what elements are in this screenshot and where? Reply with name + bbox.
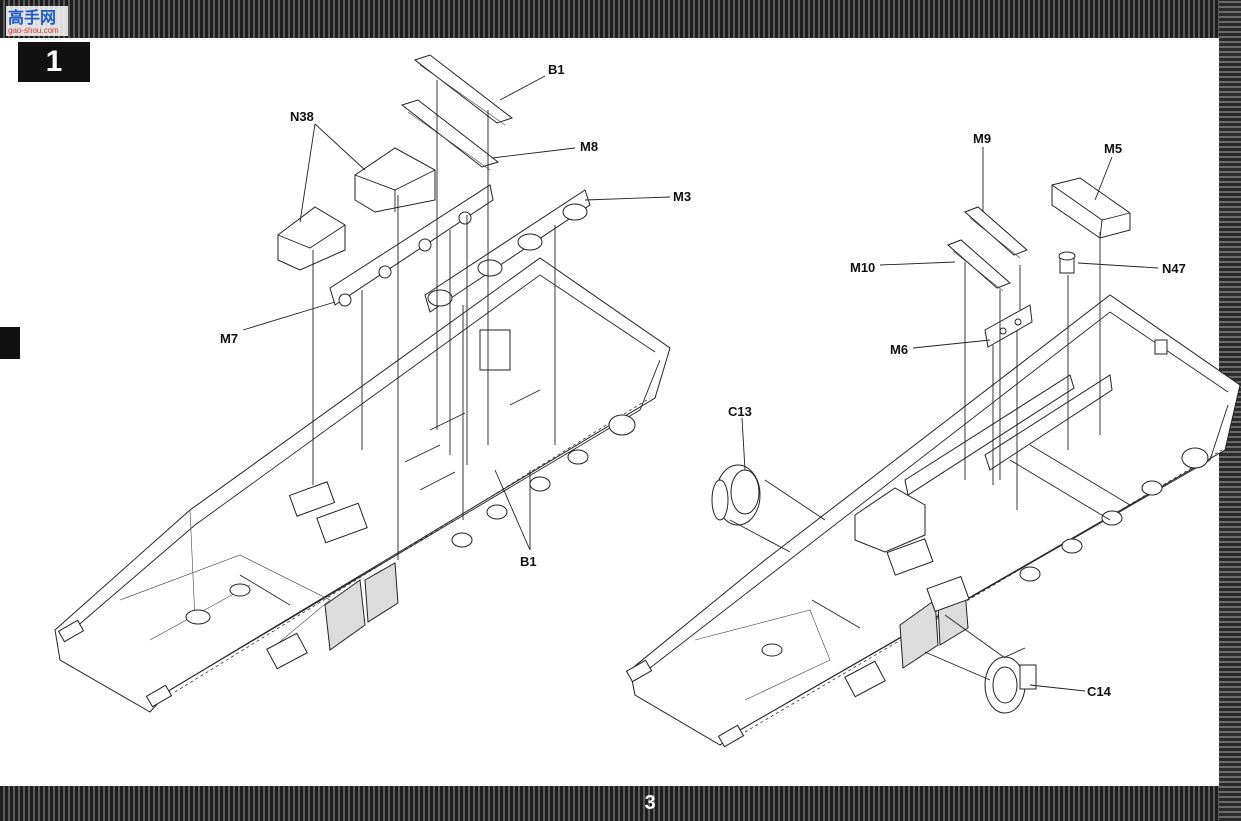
callout-m8: M8: [580, 139, 598, 154]
callout-m10: M10: [850, 260, 875, 275]
callout-c14: C14: [1087, 684, 1112, 699]
callout-m5: M5: [1104, 141, 1122, 156]
callout-m3: M3: [673, 189, 691, 204]
callout-labels: B1 M8 M3 N38 M7 B1 M9 M5 M10 N47 M6 C13 …: [220, 62, 1186, 699]
callout-m6: M6: [890, 342, 908, 357]
side-tab-marker: [0, 327, 20, 359]
callout-m7: M7: [220, 331, 238, 346]
step-number-badge: 1: [18, 42, 90, 82]
callout-n38: N38: [290, 109, 314, 124]
callout-m9: M9: [973, 131, 991, 146]
top-border-band: [0, 0, 1241, 38]
callout-b1-top: B1: [548, 62, 565, 77]
left-hull-assembly: [54, 54, 671, 713]
watermark-url: gao-shou.com: [8, 26, 59, 35]
page-number: 3: [644, 792, 656, 814]
watermark-logo: 高手网 gao-shou.com: [6, 6, 68, 36]
callout-b1-bottom: B1: [520, 554, 537, 569]
callout-n47: N47: [1162, 261, 1186, 276]
bottom-border-band: [0, 786, 1241, 821]
right-hull-assembly: [625, 147, 1241, 748]
watermark-text: 高手网: [8, 8, 56, 27]
callout-c13: C13: [728, 404, 752, 419]
